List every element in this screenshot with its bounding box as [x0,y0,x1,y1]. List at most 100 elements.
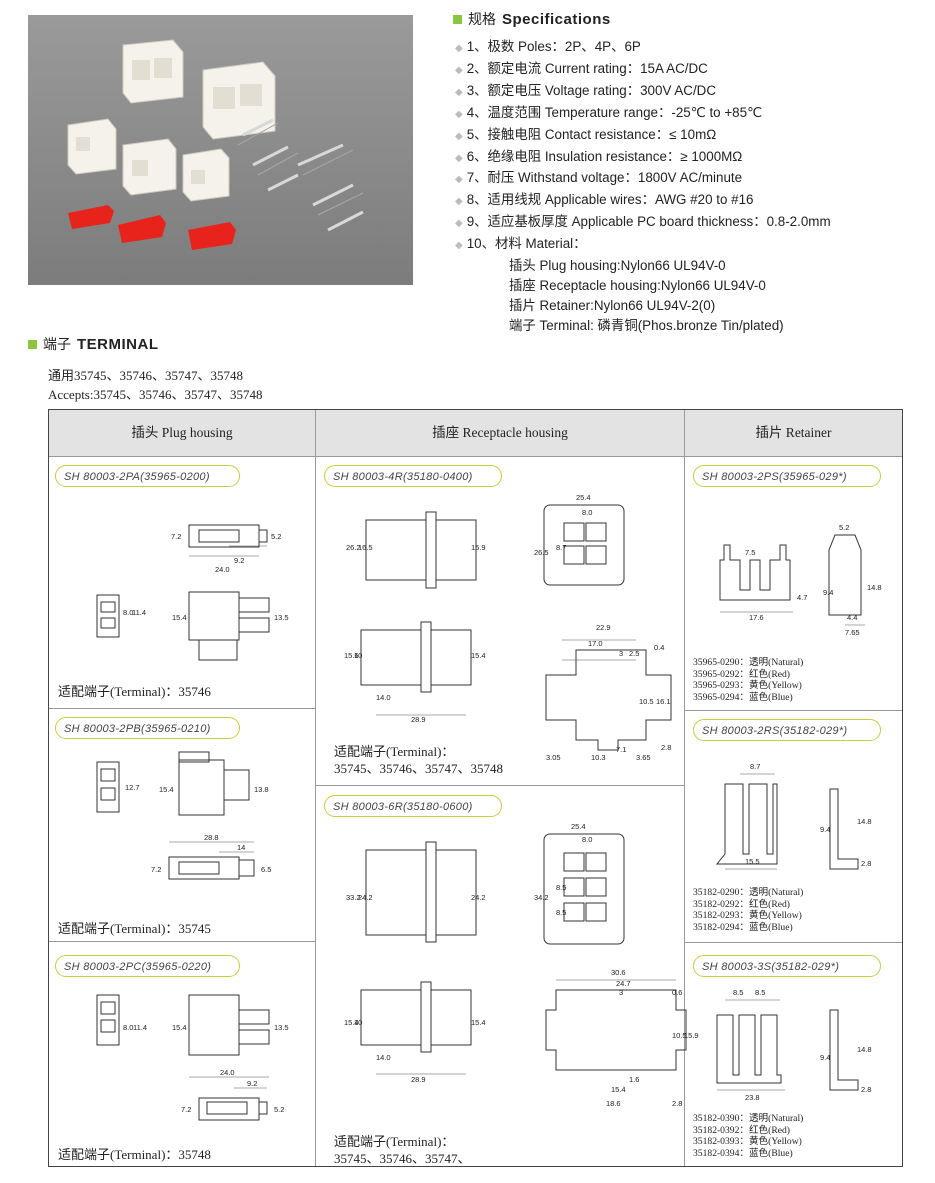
row-divider [49,708,315,709]
header-retainer: 插片 Retainer [755,425,832,440]
svg-text:11.4: 11.4 [133,1023,147,1032]
accepts-en: Accepts:35745、35746、35747、35748 [48,387,263,402]
svg-text:9.2: 9.2 [247,1079,257,1088]
bullet-diamond-icon: ◆ [455,218,463,230]
svg-text:34.2: 34.2 [534,893,549,902]
drawing-2ps: 7.517.64.7 5.29.414.84.47.65 [719,523,882,637]
svg-text:13.5: 13.5 [274,1023,289,1032]
terminal-heading: 端子 TERMINAL [28,334,159,354]
svg-text:15.4: 15.4 [611,1085,626,1094]
svg-text:5.2: 5.2 [839,523,849,532]
svg-text:8.5: 8.5 [556,883,566,892]
header-divider [49,456,902,457]
bullet-diamond-icon: ◆ [455,196,463,208]
terminal-fit-4r: 适配端子(Terminal)： 35745、35746、35747、35748 [334,744,504,776]
spec-item: ◆10、材料 Material： [455,236,587,252]
part-label-2pc: SH 80003-2PC(35965-0220) [55,955,240,977]
specifications-heading-cn: 规格 [468,11,496,27]
product-photo [28,15,413,285]
svg-text:14.0: 14.0 [376,693,391,702]
svg-text:17.6: 17.6 [749,613,764,622]
svg-text:17.0: 17.0 [588,639,603,648]
svg-text:23.8: 23.8 [745,1093,760,1102]
spec-item: ◆2、额定电流 Current rating：15A AC/DC [455,60,708,76]
bullet-diamond-icon: ◆ [455,43,463,54]
svg-text:14.8: 14.8 [857,817,872,826]
row-divider [684,710,902,711]
header-plug-housing: 插头 Plug housing [131,425,233,440]
bullet-diamond-icon: ◆ [455,152,463,164]
svg-text:28.9: 28.9 [411,715,426,724]
svg-text:10.5: 10.5 [672,1031,687,1040]
heading-square-icon [28,339,37,349]
svg-text:4.7: 4.7 [797,593,807,602]
terminal-heading-cn: 端子 [43,336,71,352]
svg-text:16.5: 16.5 [358,543,373,552]
svg-text:26.5: 26.5 [534,548,549,557]
svg-text:16.1: 16.1 [656,697,671,706]
bullet-diamond-icon: ◆ [455,130,463,142]
svg-text:13.8: 13.8 [254,785,269,794]
svg-text:10: 10 [354,651,362,660]
specifications-list: ◆1、极数 Poles：2P、4P、6P ◆2、额定电流 Current rat… [455,37,831,336]
svg-text:13.5: 13.5 [274,613,289,622]
terminal-fit-2pc: 适配端子(Terminal)：35748 [58,1147,211,1162]
part-label-2rs: SH 80003-2RS(35182-029*) [693,719,881,741]
svg-text:1.6: 1.6 [629,1075,639,1084]
header-receptacle-housing: 插座 Receptacle housing [432,425,568,440]
svg-text:0.6: 0.6 [672,988,682,997]
svg-text:15.4: 15.4 [159,785,174,794]
bullet-diamond-icon: ◆ [455,174,463,186]
svg-text:8.5: 8.5 [755,988,765,997]
accepts-cn: 通用35745、35746、35747、35748 [48,368,244,383]
svg-text:11.4: 11.4 [132,608,146,617]
svg-text:8.5: 8.5 [556,908,566,917]
svg-text:24.2: 24.2 [471,893,486,902]
svg-text:15.4: 15.4 [344,1018,359,1027]
material-item: 插片 Retainer:Nylon66 UL94V-2(0) [509,297,716,313]
svg-text:7.2: 7.2 [151,865,161,874]
row-divider [684,942,902,943]
svg-text:2.8: 2.8 [861,1085,871,1094]
svg-text:15.5: 15.5 [745,857,760,866]
svg-text:7.5: 7.5 [745,548,755,557]
svg-text:7.65: 7.65 [845,628,860,637]
terminal-fit-6r: 适配端子(Terminal)： 35745、35746、35747、 [334,1134,471,1166]
svg-text:15.4: 15.4 [471,651,486,660]
part-label-2ps: SH 80003-2PS(35965-029*) [693,465,881,487]
svg-text:8.7: 8.7 [556,543,566,552]
terminal-accepts: 通用35745、35746、35747、35748 Accepts:35745、… [48,366,262,404]
spec-item: ◆4、温度范围 Temperature range：-25℃ to +85℃ [455,104,763,120]
svg-text:10.5: 10.5 [639,697,654,706]
part-label-2pa: SH 80003-2PA(35965-0200) [55,465,240,487]
spec-item: ◆5、接触电阻 Contact resistance：≤ 10mΩ [455,126,717,142]
bullet-diamond-icon: ◆ [455,108,463,120]
table-header [49,410,902,456]
svg-text:7.1: 7.1 [616,745,626,754]
svg-text:24.0: 24.0 [220,1068,235,1077]
part-label-2pb: SH 80003-2PB(35965-0210) [55,717,240,739]
svg-text:14.8: 14.8 [867,583,882,592]
svg-text:14.0: 14.0 [376,1053,391,1062]
color-codes-2ps: 35965-0290：透明(Natural) 35965-0292：红色(Red… [693,657,804,704]
svg-text:9.4: 9.4 [823,588,833,597]
svg-text:3: 3 [619,988,623,997]
svg-text:15.6: 15.6 [344,651,359,660]
specifications-heading: 规格 Specifications [453,9,611,29]
svg-text:15.9: 15.9 [471,543,486,552]
svg-text:33.2: 33.2 [346,893,361,902]
svg-text:7.2: 7.2 [181,1105,191,1114]
svg-text:5.2: 5.2 [271,532,281,541]
svg-text:7.2: 7.2 [171,532,181,541]
svg-text:9.4: 9.4 [820,1053,830,1062]
terminal-heading-en: TERMINAL [77,335,159,353]
svg-text:9.4: 9.4 [820,825,830,834]
svg-text:2.8: 2.8 [661,743,671,752]
connector-photo-illustration [28,15,413,285]
svg-text:8.0: 8.0 [582,835,592,844]
svg-text:6.5: 6.5 [261,865,271,874]
